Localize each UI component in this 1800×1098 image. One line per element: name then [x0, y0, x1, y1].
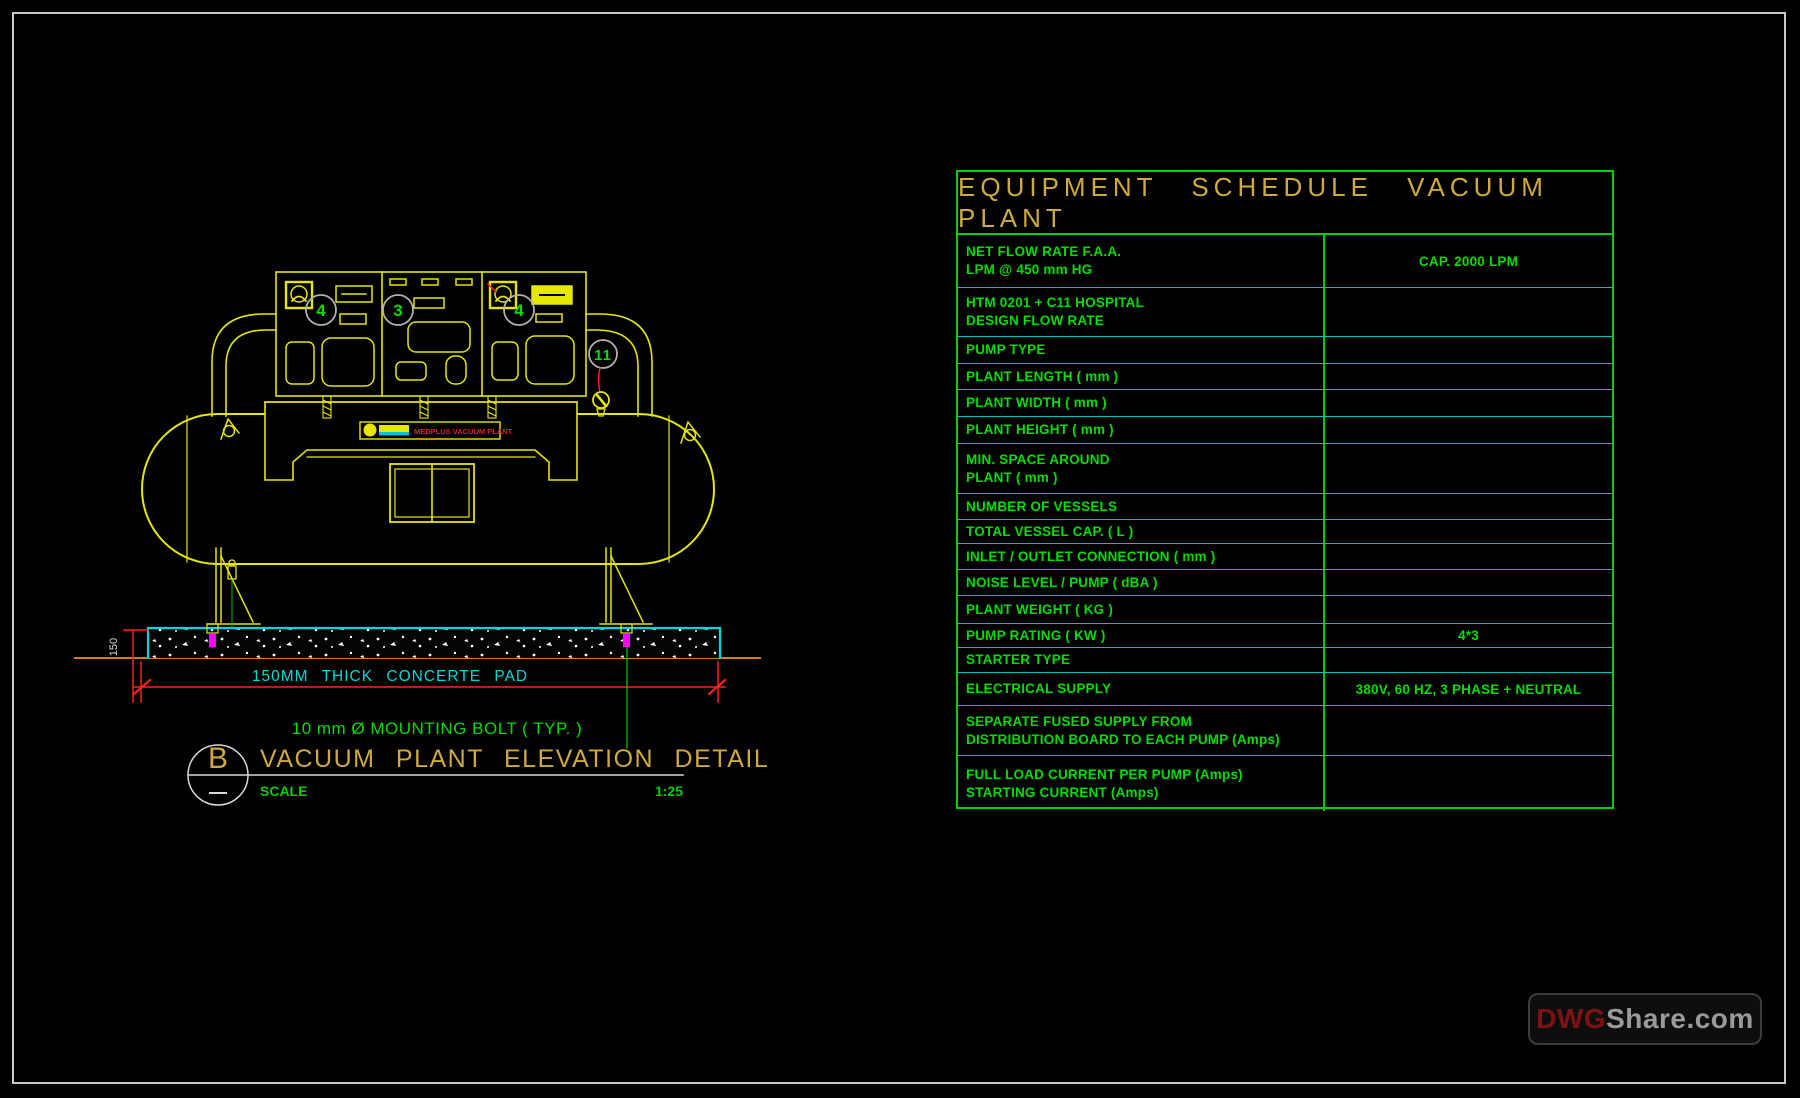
row-value-cell — [1325, 337, 1612, 363]
row-value-cell — [1325, 756, 1612, 811]
detail-title-block: B VACUUM PLANT ELEVATION DETAIL SCALE 1:… — [187, 742, 769, 806]
gauge-valve — [592, 391, 610, 417]
plant-nameplate: MEDPLUS VACUUM PLANT — [359, 421, 513, 440]
balloon-middle-number: 3 — [393, 301, 402, 320]
table-row: NOISE LEVEL / PUMP ( dBA ) — [958, 570, 1612, 596]
center-cabinet — [389, 463, 475, 523]
row-label-cell: STARTER TYPE — [958, 648, 1325, 672]
motor-icon — [284, 280, 314, 310]
row-label-cell: SEPARATE FUSED SUPPLY FROM DISTRIBUTION … — [958, 706, 1325, 755]
table-row: PLANT HEIGHT ( mm ) — [958, 417, 1612, 444]
table-row: FULL LOAD CURRENT PER PUMP (Amps) STARTI… — [958, 756, 1612, 811]
control-panels — [275, 271, 587, 397]
row-label-cell: TOTAL VESSEL CAP. ( L ) — [958, 520, 1325, 543]
row-label-cell: INLET / OUTLET CONNECTION ( mm ) — [958, 544, 1325, 569]
row-value-cell — [1325, 520, 1612, 543]
row-label-cell: NUMBER OF VESSELS — [958, 494, 1325, 519]
balloon-left-number: 4 — [316, 301, 326, 320]
balloon-right: 4 — [503, 294, 535, 326]
anchor-bolt-left — [206, 623, 219, 647]
scale-value: 1:25 — [655, 783, 683, 799]
nameplate-logo-icon — [363, 423, 377, 437]
row-value-cell: 4*3 — [1458, 628, 1479, 643]
bolt-label: 10 mm Ø MOUNTING BOLT ( TYP. ) — [292, 719, 583, 738]
balloon-left: 4 — [305, 294, 337, 326]
panel-right-details — [486, 280, 575, 385]
table-row: PUMP RATING ( KW ) 4*3 — [958, 624, 1612, 648]
table-row: ELECTRICAL SUPPLY 380V, 60 HZ, 3 PHASE + … — [958, 673, 1612, 706]
tank-leg-left — [206, 547, 261, 625]
scale-label: SCALE — [260, 783, 307, 799]
concrete-pad — [146, 626, 722, 660]
drawing-border-frame — [12, 12, 1786, 1084]
elevation-drawing: MEDPLUS VACUUM PLANT — [74, 271, 769, 806]
row-value-cell — [1325, 706, 1612, 755]
row-label-cell: PUMP RATING ( KW ) — [958, 624, 1325, 647]
table-row: PLANT LENGTH ( mm ) — [958, 364, 1612, 390]
plant-nameplate-label: MEDPLUS VACUUM PLANT — [414, 427, 513, 436]
panel-left-details — [284, 280, 375, 387]
row-label-cell: PUMP TYPE — [958, 337, 1325, 363]
equipment-table-rows: NET FLOW RATE F.A.A. LPM @ 450 mm HG CAP.… — [958, 235, 1612, 811]
balloon-valve: 11 — [588, 339, 618, 393]
row-label-cell: PLANT WIDTH ( mm ) — [958, 390, 1325, 416]
table-row: NUMBER OF VESSELS — [958, 494, 1612, 520]
row-label-cell: PLANT HEIGHT ( mm ) — [958, 417, 1325, 443]
anchor-bolt-right — [620, 623, 633, 647]
row-value-cell — [1325, 544, 1612, 569]
row-value-cell: CAP. 2000 LPM — [1418, 253, 1519, 269]
row-label-cell: PLANT WEIGHT ( KG ) — [958, 596, 1325, 623]
table-row: PLANT WIDTH ( mm ) — [958, 390, 1612, 417]
balloon-valve-number: 11 — [594, 347, 612, 364]
table-row: NET FLOW RATE F.A.A. LPM @ 450 mm HG CAP.… — [958, 235, 1612, 288]
watermark-suffix: Share.com — [1606, 1003, 1754, 1034]
table-row: MIN. SPACE AROUND PLANT ( mm ) — [958, 444, 1612, 494]
lifting-lug-right — [680, 420, 702, 444]
table-row: SEPARATE FUSED SUPPLY FROM DISTRIBUTION … — [958, 706, 1612, 756]
motor-icon — [486, 280, 518, 310]
drain-fitting — [227, 559, 237, 629]
table-title: EQUIPMENT SCHEDULE VACUUM PLANT — [958, 172, 1612, 235]
panel-middle-details — [389, 278, 473, 385]
pad-thickness-dimension: 150 — [108, 629, 149, 703]
row-label-cell: MIN. SPACE AROUND PLANT ( mm ) — [958, 444, 1325, 493]
table-row: STARTER TYPE — [958, 648, 1612, 673]
row-value-cell — [1325, 288, 1612, 336]
pipe-arc-right — [585, 313, 653, 417]
row-value-cell — [1325, 364, 1612, 389]
row-value-cell — [1325, 417, 1612, 443]
row-value-cell — [1325, 596, 1612, 623]
row-label-cell: NOISE LEVEL / PUMP ( dBA ) — [958, 570, 1325, 595]
row-label-cell: FULL LOAD CURRENT PER PUMP (Amps) STARTI… — [958, 756, 1325, 811]
table-row: PUMP TYPE — [958, 337, 1612, 364]
detail-letter: B — [208, 742, 228, 775]
balloon-middle: 3 — [382, 294, 414, 326]
row-label-cell: NET FLOW RATE F.A.A. LPM @ 450 mm HG — [958, 235, 1325, 287]
watermark-prefix: DWG — [1536, 1003, 1607, 1034]
tank-leg-right — [599, 547, 653, 625]
row-label-cell: ELECTRICAL SUPPLY — [958, 673, 1325, 705]
table-row: TOTAL VESSEL CAP. ( L ) — [958, 520, 1612, 544]
row-value-cell — [1325, 494, 1612, 519]
row-value-cell — [1325, 648, 1612, 672]
row-label-cell: PLANT LENGTH ( mm ) — [958, 364, 1325, 389]
table-row: INLET / OUTLET CONNECTION ( mm ) — [958, 544, 1612, 570]
table-row: HTM 0201 + C11 HOSPITAL DESIGN FLOW RATE — [958, 288, 1612, 337]
row-value-cell — [1325, 570, 1612, 595]
row-value-cell — [1325, 390, 1612, 416]
row-value-cell: 380V, 60 HZ, 3 PHASE + NEUTRAL — [1355, 681, 1582, 697]
lifting-lug-left — [220, 417, 241, 440]
dim-150-text: 150 — [108, 638, 120, 656]
detail-title: VACUUM PLANT ELEVATION DETAIL — [260, 745, 769, 773]
balloon-right-number: 4 — [514, 301, 524, 320]
row-label-cell: HTM 0201 + C11 HOSPITAL DESIGN FLOW RATE — [958, 288, 1325, 336]
equipment-schedule-table: EQUIPMENT SCHEDULE VACUUM PLANT NET FLOW… — [956, 170, 1614, 811]
table-row: PLANT WEIGHT ( KG ) — [958, 596, 1612, 624]
pipe-arc-left — [211, 313, 277, 417]
row-value-cell — [1325, 444, 1612, 493]
pad-label: 150MM THICK CONCERTE PAD — [252, 668, 528, 685]
